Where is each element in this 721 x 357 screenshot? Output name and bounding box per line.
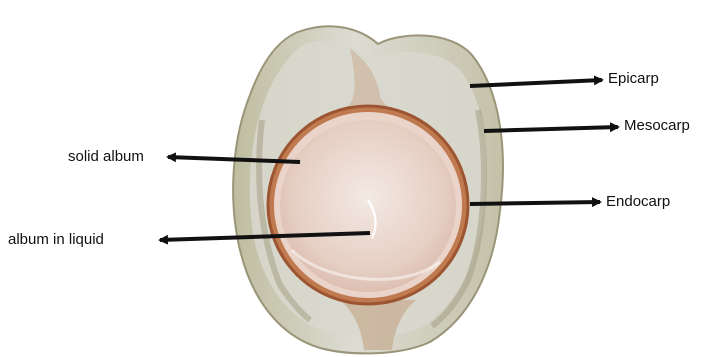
endocarp-arrow: [470, 202, 600, 204]
solid-album-label: solid album: [68, 148, 144, 166]
mesocarp-label: Mesocarp: [624, 117, 690, 135]
album-in-liquid-cavity: [280, 120, 456, 292]
mesocarp-arrow: [484, 127, 618, 131]
epicarp-label: Epicarp: [608, 70, 659, 88]
endocarp-label: Endocarp: [606, 193, 670, 211]
album-in-liquid-label: album in liquid: [8, 231, 104, 249]
epicarp-arrow: [470, 80, 602, 86]
